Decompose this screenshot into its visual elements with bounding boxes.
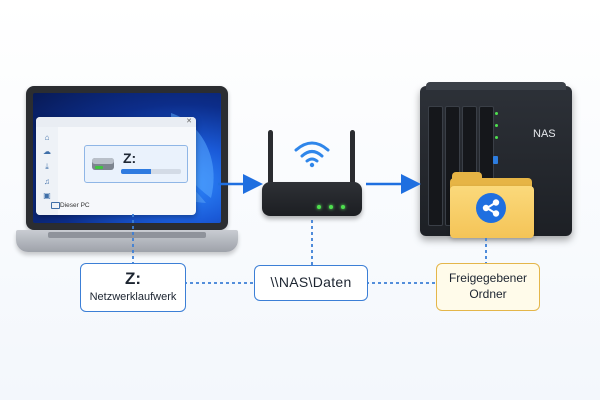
nas-drive-bay: [428, 106, 443, 226]
network-drive-item[interactable]: Z:: [84, 145, 188, 183]
drive-letter: Z:: [123, 150, 137, 166]
cloud-icon[interactable]: ☁: [43, 147, 51, 156]
mapped-drive-label: Z: Netzwerklaufwerk: [80, 263, 186, 312]
router-antenna-right: [350, 130, 355, 188]
nas-status-led: [495, 136, 498, 139]
laptop-keyboard: [48, 232, 206, 238]
folder-icon: [450, 170, 534, 238]
image-icon[interactable]: ▣: [43, 191, 51, 200]
router-antenna-left: [268, 130, 273, 188]
nas-device: NAS: [420, 82, 572, 236]
nas-label: NAS: [533, 128, 556, 140]
computer-icon: [51, 202, 60, 209]
home-icon[interactable]: ⌂: [44, 133, 50, 142]
router: [258, 130, 368, 226]
router-led: [329, 205, 333, 209]
sidebar-item-this-pc[interactable]: Dieser PC: [60, 202, 90, 209]
wifi-icon: [294, 141, 330, 168]
shared-folder-line2: Ordner: [469, 287, 507, 301]
share-icon: [476, 193, 506, 223]
shared-folder-label: Freigegebener Ordner: [436, 263, 540, 311]
router-body: [262, 182, 362, 216]
explorer-sidebar: ⌂ ☁ ⤓ ♫ ▣: [36, 127, 58, 215]
shared-folder-line1: Freigegebener: [448, 271, 528, 285]
explorer-titlebar: ✕: [36, 117, 196, 127]
drive-usage-bar: [121, 169, 181, 174]
network-path-label: \\NAS\Daten: [254, 265, 368, 301]
mapped-drive-caption: Netzwerklaufwerk: [89, 291, 177, 303]
nas-status-led: [495, 124, 498, 127]
download-icon[interactable]: ⤓: [45, 162, 49, 171]
hard-drive-icon: [92, 158, 114, 170]
router-led: [317, 205, 321, 209]
nas-status-led: [495, 112, 498, 115]
music-icon[interactable]: ♫: [44, 177, 50, 186]
mapped-drive-letter: Z:: [124, 269, 142, 288]
nas-top: [426, 82, 566, 90]
network-path-text: \\NAS\Daten: [270, 274, 352, 290]
usb-port: [493, 156, 498, 164]
router-led: [341, 205, 345, 209]
close-icon[interactable]: ✕: [186, 118, 192, 125]
